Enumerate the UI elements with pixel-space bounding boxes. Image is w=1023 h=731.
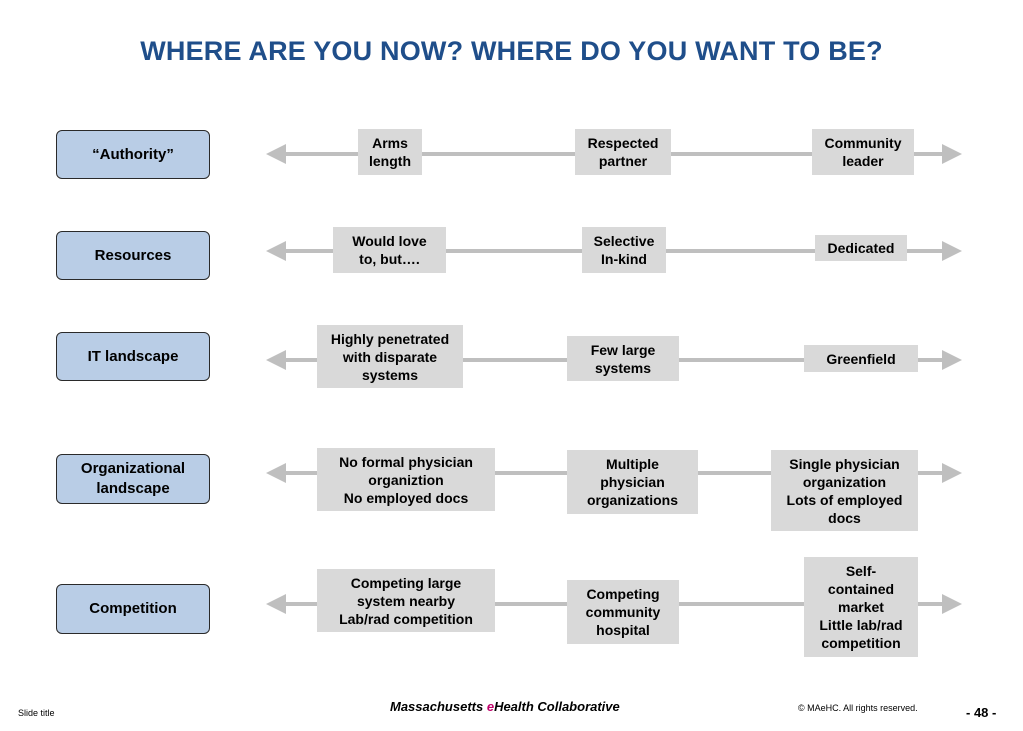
mid-state-box: Multiple physician organizations: [567, 450, 698, 514]
current-state-box: Highly penetrated with disparate systems: [317, 325, 463, 388]
target-state-box: Greenfield: [804, 345, 918, 372]
row-label-text: Resources: [94, 246, 172, 264]
org-e-logo-letter: e: [486, 699, 495, 714]
row-label-text: “Authority”: [92, 145, 174, 163]
slide-title: WHERE ARE YOU NOW? WHERE DO YOU WANT TO …: [140, 36, 883, 66]
row-label-text: Competition: [89, 600, 177, 617]
target-state-box: Single physician organization Lots of em…: [771, 450, 918, 531]
row-label-resources: Resources: [56, 231, 210, 280]
mid-state-box: Selective In-kind: [582, 227, 666, 273]
footer-slide-title: Slide title: [18, 708, 55, 718]
page-number: - 48 -: [966, 705, 997, 720]
row-label-organizational-landscape: Organizational landscape: [56, 454, 210, 504]
mid-state-box: Respected partner: [575, 129, 671, 175]
footer-copyright: © MAeHC. All rights reserved.: [798, 703, 918, 713]
row-label-authority: “Authority”: [56, 130, 210, 179]
target-state-box: Dedicated: [815, 235, 907, 261]
row-label-text: IT landscape: [87, 347, 179, 365]
current-state-box: No formal physician organiztion No emplo…: [317, 448, 495, 511]
mid-state-box: Competing community hospital: [567, 580, 679, 644]
row-label-text: Organizational landscape: [80, 460, 186, 497]
current-state-box: Would love to, but….: [333, 227, 446, 273]
mid-state-box: Few large systems: [567, 336, 679, 381]
footer-organization: Massachusetts eHealth Collaborative: [390, 699, 620, 714]
target-state-box: Community leader: [812, 129, 914, 175]
target-state-box: Self- contained market Little lab/rad co…: [804, 557, 918, 657]
row-label-competition: Competition: [56, 584, 210, 634]
org-suffix: Health Collaborative: [494, 699, 620, 714]
row-label-it-landscape: IT landscape: [56, 332, 210, 381]
org-prefix: Massachusetts: [390, 699, 487, 714]
current-state-box: Competing large system nearby Lab/rad co…: [317, 569, 495, 632]
current-state-box: Arms length: [358, 129, 422, 175]
